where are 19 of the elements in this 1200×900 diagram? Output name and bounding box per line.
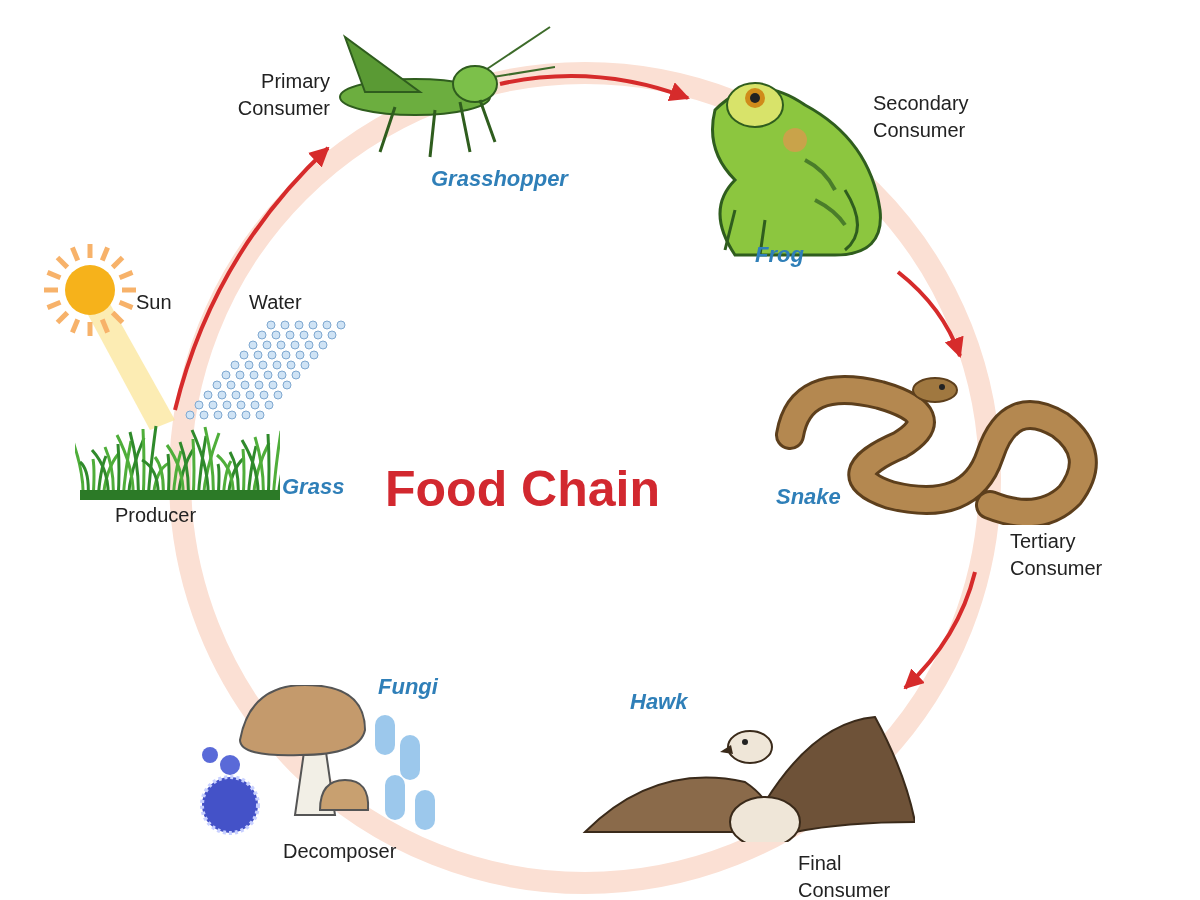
trophic-level-label: Decomposer xyxy=(283,839,398,864)
trophic-level-label: Producer xyxy=(115,503,198,528)
organism-name: Snake xyxy=(776,483,842,511)
arrow xyxy=(896,270,964,358)
organism-name: Grass xyxy=(282,473,346,501)
trophic-level-label: Primary Consumer xyxy=(236,69,330,121)
arrow xyxy=(173,146,330,411)
trophic-level-label: Secondary Consumer xyxy=(873,91,970,143)
title: Food Chain xyxy=(385,460,660,519)
organism-name: Fungi xyxy=(378,673,439,701)
organism-name: Grasshopper xyxy=(431,165,570,193)
arrow xyxy=(903,571,977,690)
organism-name: Hawk xyxy=(630,688,689,716)
arrow xyxy=(499,74,690,102)
trophic-level-label: Tertiary Consumer xyxy=(1010,529,1104,581)
trophic-level-label: Final Consumer xyxy=(798,851,892,900)
organism-name: Frog xyxy=(755,241,805,269)
label: Water xyxy=(249,290,302,315)
label: Sun xyxy=(136,290,172,315)
